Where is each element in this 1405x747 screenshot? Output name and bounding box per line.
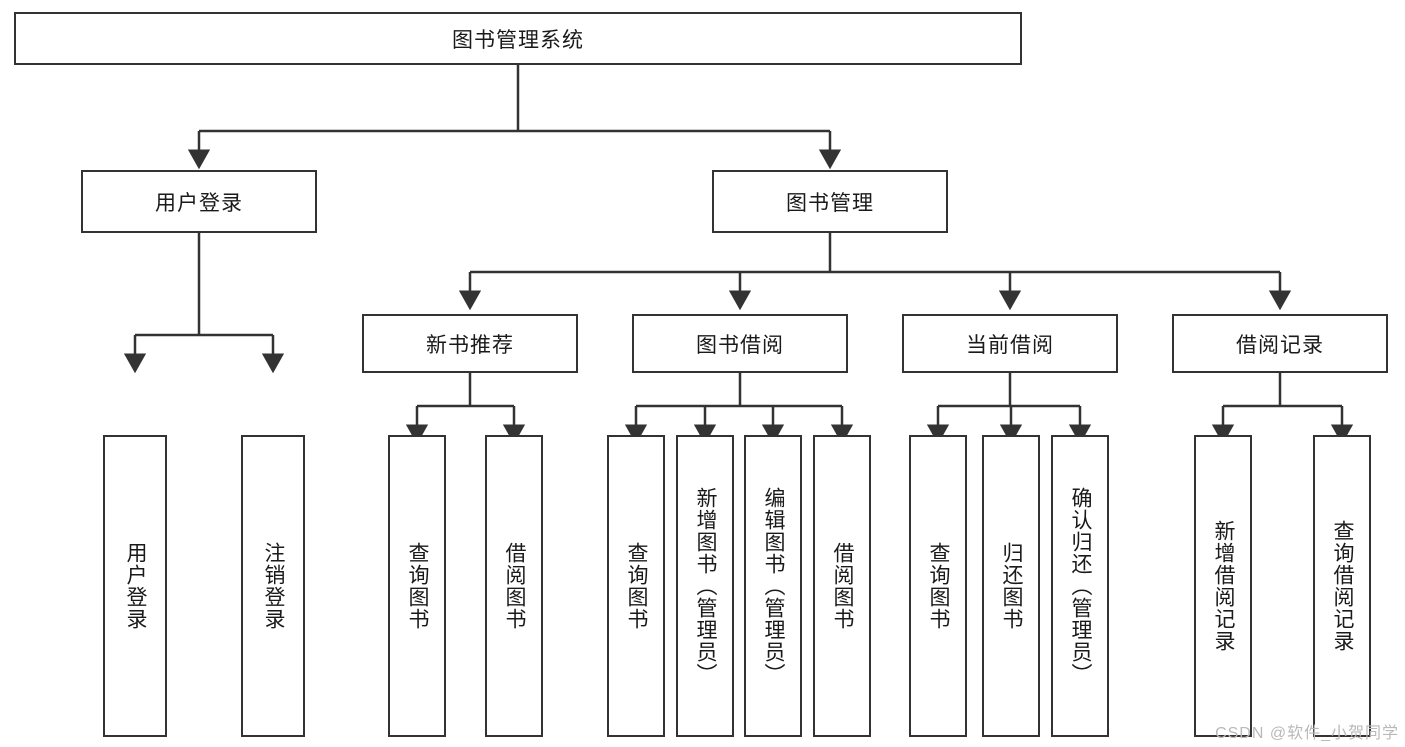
node-leaf-edit-book[interactable]: 编辑图书（管理员） [744,435,802,737]
node-label: 编辑图书（管理员） [762,487,786,685]
node-label: 图书管理系统 [452,28,584,52]
node-label: 图书管理 [786,191,874,215]
node-label: 归还图书 [1000,542,1024,630]
node-leaf-add-record[interactable]: 新增借阅记录 [1194,435,1252,737]
node-leaf-borrow-book-2[interactable]: 借阅图书 [813,435,871,737]
node-leaf-query-book-3[interactable]: 查询图书 [909,435,967,737]
node-leaf-add-book[interactable]: 新增图书（管理员） [676,435,734,737]
node-leaf-borrow-book-1[interactable]: 借阅图书 [485,435,543,737]
node-label: 用户登录 [155,191,243,215]
watermark: CSDN @软件_小贺同学 [1215,725,1399,742]
node-label: 查询图书 [625,542,649,630]
node-label: 确认归还（管理员） [1069,487,1093,685]
node-label: 新书推荐 [426,333,514,357]
node-leaf-query-book-1[interactable]: 查询图书 [388,435,446,737]
node-borrow-record[interactable]: 借阅记录 [1172,314,1388,373]
node-book-borrow[interactable]: 图书借阅 [632,314,848,373]
node-label: 当前借阅 [966,333,1054,357]
node-label: 借阅图书 [503,542,527,630]
node-leaf-return-book[interactable]: 归还图书 [982,435,1040,737]
node-root-system[interactable]: 图书管理系统 [14,12,1022,65]
node-label: 新增图书（管理员） [694,487,718,685]
node-label: 注销登录 [262,542,286,630]
node-label: 查询图书 [406,542,430,630]
node-label: 新增借阅记录 [1212,520,1236,652]
node-label: 用户登录 [124,542,148,630]
node-book-manage[interactable]: 图书管理 [712,170,948,233]
node-new-book-recommend[interactable]: 新书推荐 [362,314,578,373]
node-leaf-query-book-2[interactable]: 查询图书 [607,435,665,737]
node-label: 借阅图书 [831,542,855,630]
node-label: 图书借阅 [696,333,784,357]
node-leaf-query-record[interactable]: 查询借阅记录 [1313,435,1371,737]
node-leaf-confirm-return[interactable]: 确认归还（管理员） [1051,435,1109,737]
node-leaf-user-login[interactable]: 用户登录 [103,435,167,737]
node-current-borrow[interactable]: 当前借阅 [902,314,1118,373]
node-leaf-logout[interactable]: 注销登录 [241,435,305,737]
node-user-login[interactable]: 用户登录 [81,170,317,233]
node-label: 查询图书 [927,542,951,630]
node-label: 借阅记录 [1236,333,1324,357]
node-label: 查询借阅记录 [1331,520,1355,652]
